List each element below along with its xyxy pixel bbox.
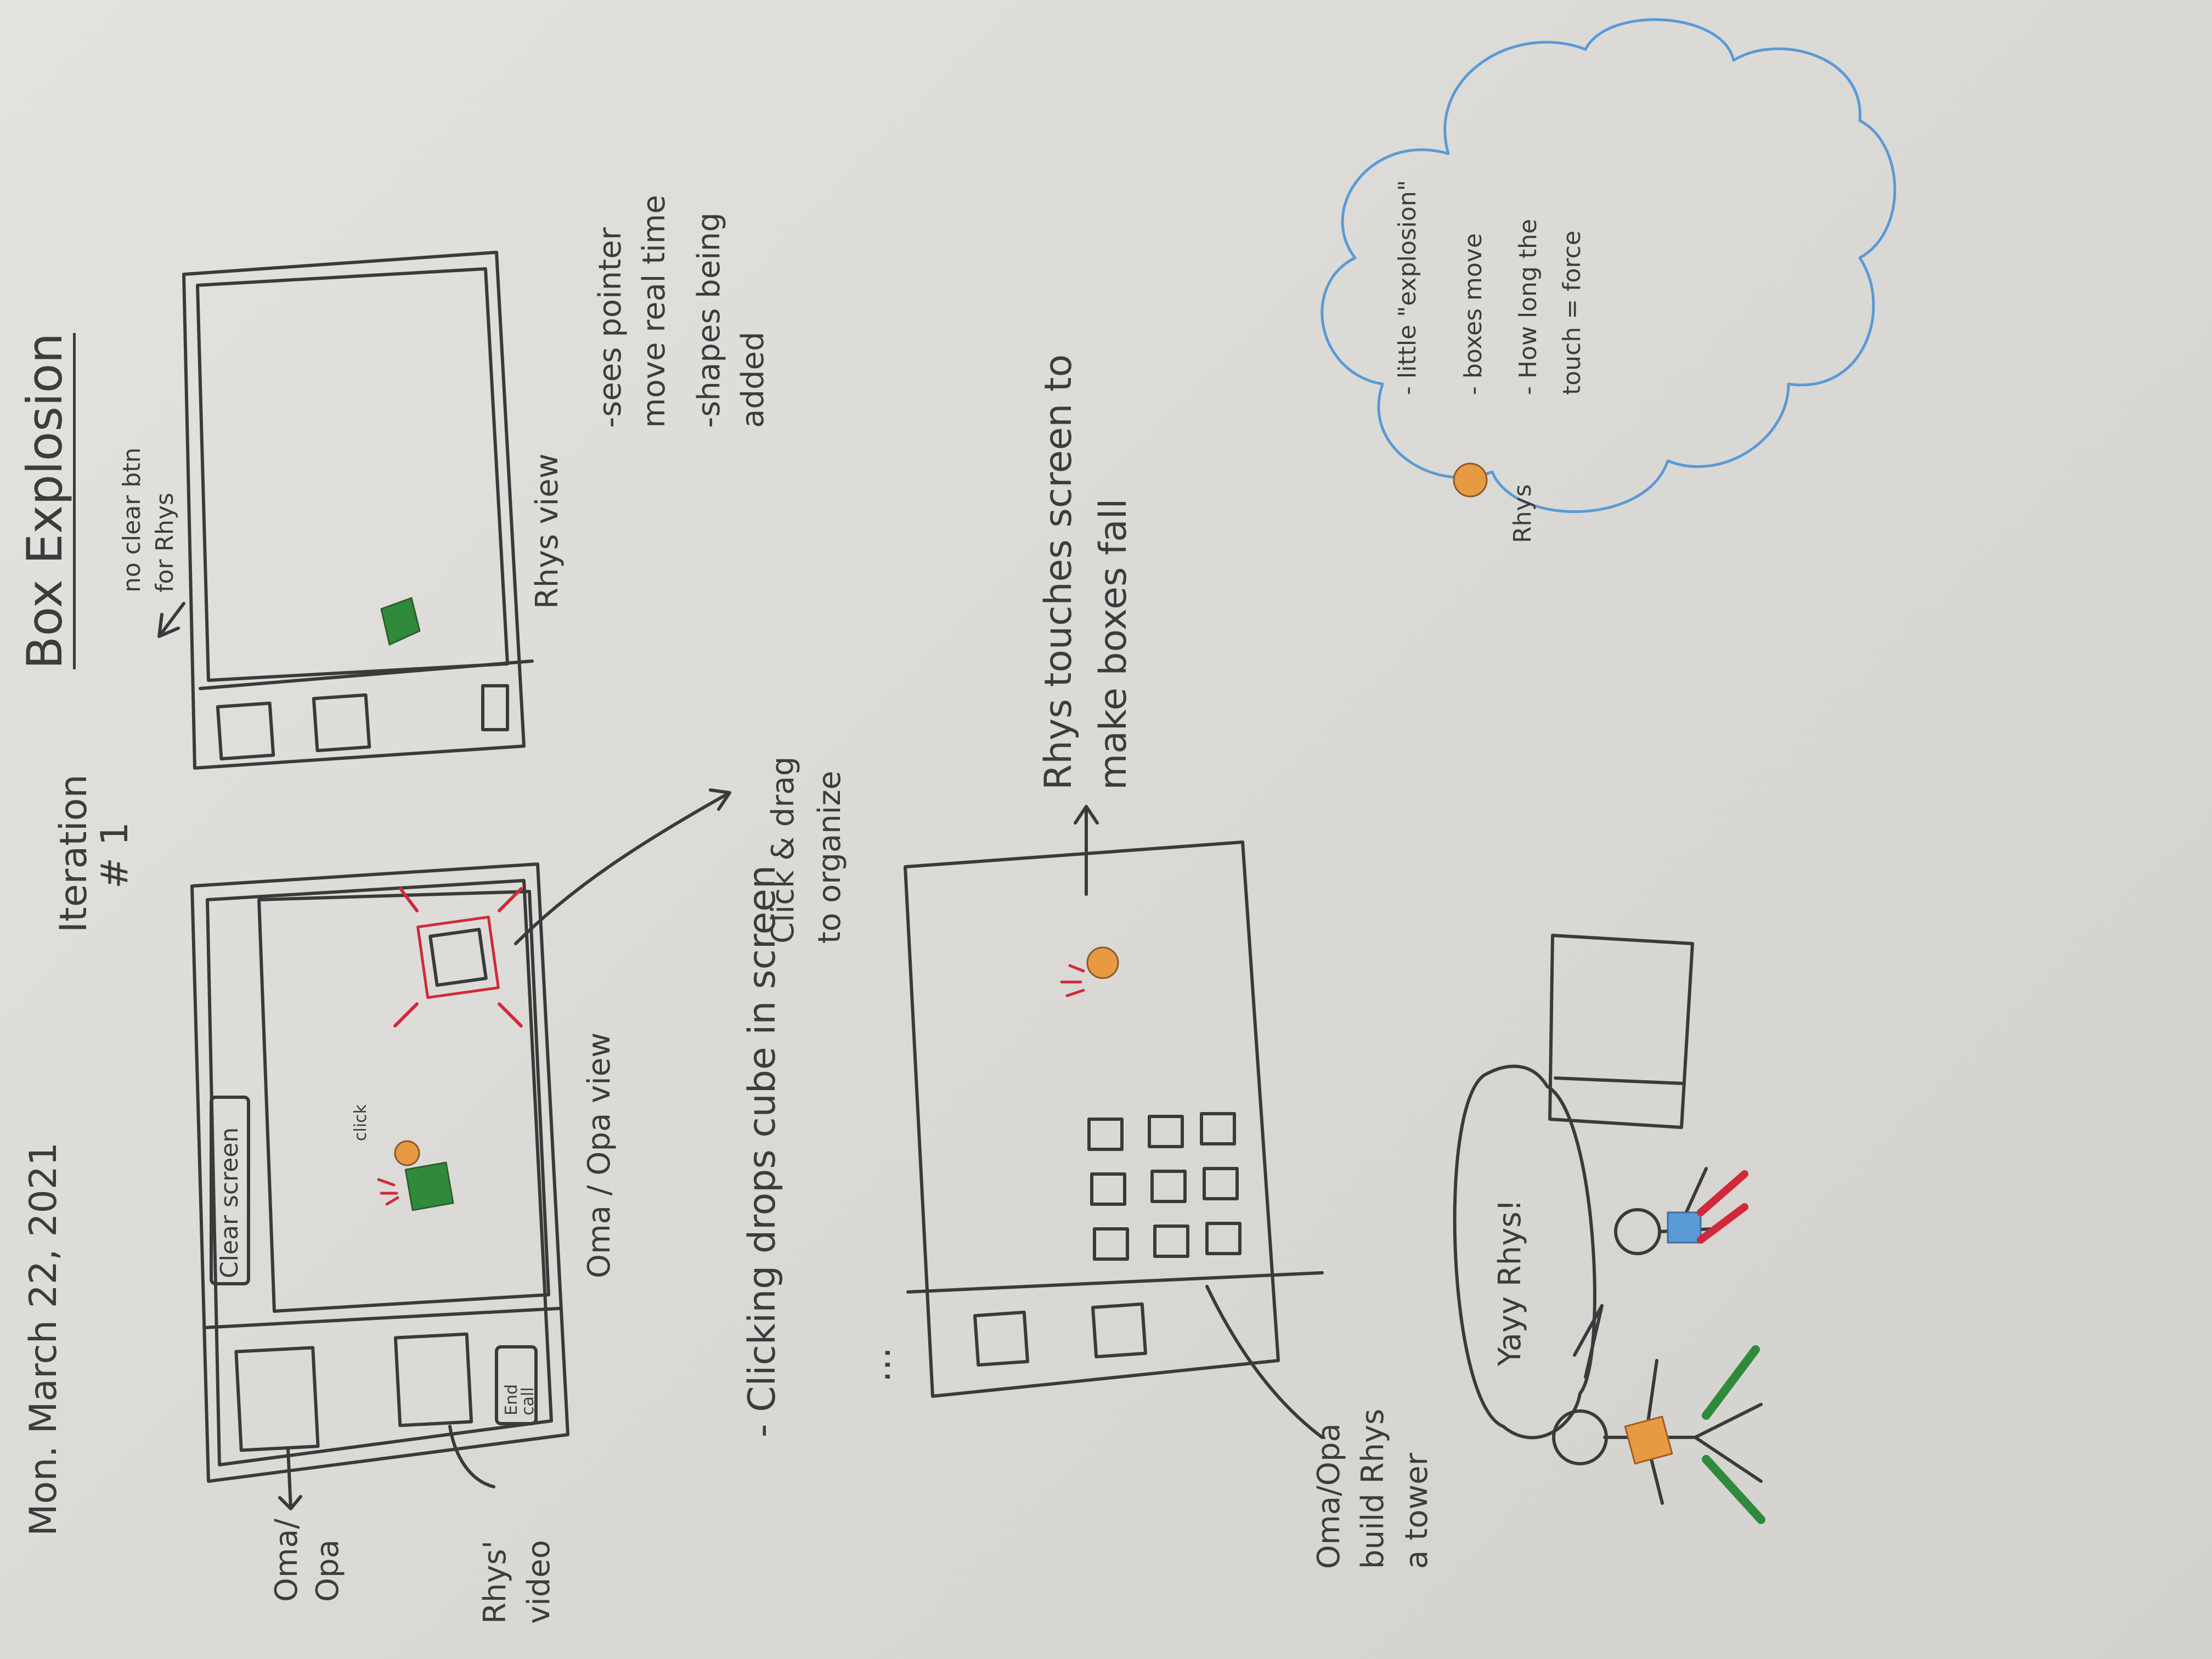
person-right-legs (1697, 1170, 1748, 1244)
tower-caption-3: a tower (1399, 1453, 1435, 1569)
pointer-line-caption (1205, 1285, 1324, 1439)
oma-opa-view-label: Oma / Opa view (582, 1032, 617, 1278)
rhys-note-1a: -sees pointer (592, 227, 628, 428)
end-call-button[interactable] (495, 1345, 538, 1425)
device-inner-screen (196, 267, 509, 682)
ellipsis: ... (856, 1347, 899, 1383)
rhys-video-box (393, 1332, 473, 1427)
video-box-b (312, 693, 371, 753)
video-strip-divider (906, 1271, 1324, 1294)
screen-outline (904, 840, 1280, 1398)
cloud-note-3a: - How long the (1514, 219, 1542, 395)
rhys-view-label: Rhys view (529, 453, 565, 609)
person-left-legs (1702, 1345, 1765, 1524)
tower-caption-2: build Rhys (1355, 1408, 1391, 1569)
canvas-area (257, 890, 550, 1313)
green-cube-rhys (380, 597, 421, 646)
rhys-note-2a: -shapes being (691, 212, 727, 428)
arrow-to-drag-note (514, 788, 731, 945)
note-clicking: - Clicking drops cube in screen (741, 865, 784, 1437)
laptop-inner-bezel (206, 879, 553, 1466)
small-screen-divider (1554, 1076, 1686, 1085)
person-right-shirt (1667, 1211, 1702, 1244)
laptop-outline (190, 862, 569, 1483)
thought-cloud (1321, 18, 1897, 514)
person-left-shirt (1624, 1415, 1673, 1465)
video-strip-divider (199, 659, 534, 690)
device-outline (182, 251, 526, 770)
rhys-note-2b: added (735, 331, 771, 428)
rhys-note-1b: move real time (636, 195, 672, 428)
tower-caption-1: Oma/Opa (1311, 1423, 1347, 1569)
arrow-to-touch-note (1074, 805, 1099, 896)
sketch-oma-opa-view (190, 788, 731, 1510)
characters-illustration (1453, 934, 1765, 1524)
arrow-no-clear (157, 602, 185, 638)
no-clear-note-2: for Rhys (151, 493, 179, 592)
click-text: click (351, 1104, 370, 1141)
bubble-tail (1573, 1304, 1604, 1379)
arrow-rhys-video-label (448, 1425, 495, 1488)
box-tower (1087, 1112, 1242, 1261)
rhys-video-label-2: video (521, 1540, 557, 1624)
video-box-2 (1091, 1302, 1148, 1359)
cloud-note-1: - little "explosion" (1393, 180, 1421, 395)
speech-bubble-text: Yayy Rhys! (1492, 1199, 1528, 1366)
person-left-head (1552, 1409, 1608, 1465)
touch-spark-icon (1060, 964, 1085, 997)
sketch-rhys-view (157, 251, 534, 770)
green-cube (404, 1161, 454, 1211)
iteration-number: # 1 (93, 822, 137, 889)
cloud-hand-icon (1453, 462, 1488, 498)
note-drag-2: to organize (812, 770, 848, 944)
video-panel-divider (202, 1307, 561, 1329)
page-title: Box Explosion (16, 332, 76, 669)
oma-label-1: Oma/ (269, 1519, 304, 1602)
cloud-rhys-label: Rhys (1509, 484, 1537, 543)
end-call-label-2: call (518, 1387, 538, 1415)
no-clear-note-1: no clear btn (118, 447, 146, 592)
dragged-cube-glow (416, 916, 500, 999)
oma-opa-video-box (234, 1346, 320, 1452)
video-box-1 (973, 1310, 1030, 1367)
cloud-note-2: - boxes move (1459, 233, 1487, 395)
oma-label-2: Opa (310, 1539, 346, 1602)
note-drag-1: Click & drag (765, 756, 801, 944)
small-screen (1548, 934, 1694, 1129)
touch-hand-icon (1086, 946, 1119, 979)
touch-note-1: Rhys touches screen to (1037, 354, 1080, 790)
small-control-button[interactable] (481, 684, 509, 731)
touch-note-2: make boxes fall (1092, 498, 1135, 790)
iteration-label: Iteration (52, 774, 95, 933)
rhys-video-label-1: Rhys' (477, 1540, 513, 1624)
hand-cursor-icon (394, 1140, 420, 1166)
arrow-oma-label (278, 1447, 302, 1510)
click-spark-icon (377, 1178, 399, 1206)
explosion-rays-icon (393, 887, 523, 1028)
video-box-a (216, 701, 275, 761)
cloud-note-3b: touch = force (1558, 230, 1586, 395)
clear-screen-button[interactable] (210, 1096, 250, 1285)
date-label: Mon. March 22, 2021 (22, 1142, 65, 1536)
speech-bubble (1453, 1064, 1596, 1440)
person-right-head (1614, 1208, 1661, 1255)
sketch-tower (904, 805, 1324, 1439)
dragged-cube (428, 928, 488, 987)
clear-screen-label: Clear screen (216, 1127, 244, 1278)
